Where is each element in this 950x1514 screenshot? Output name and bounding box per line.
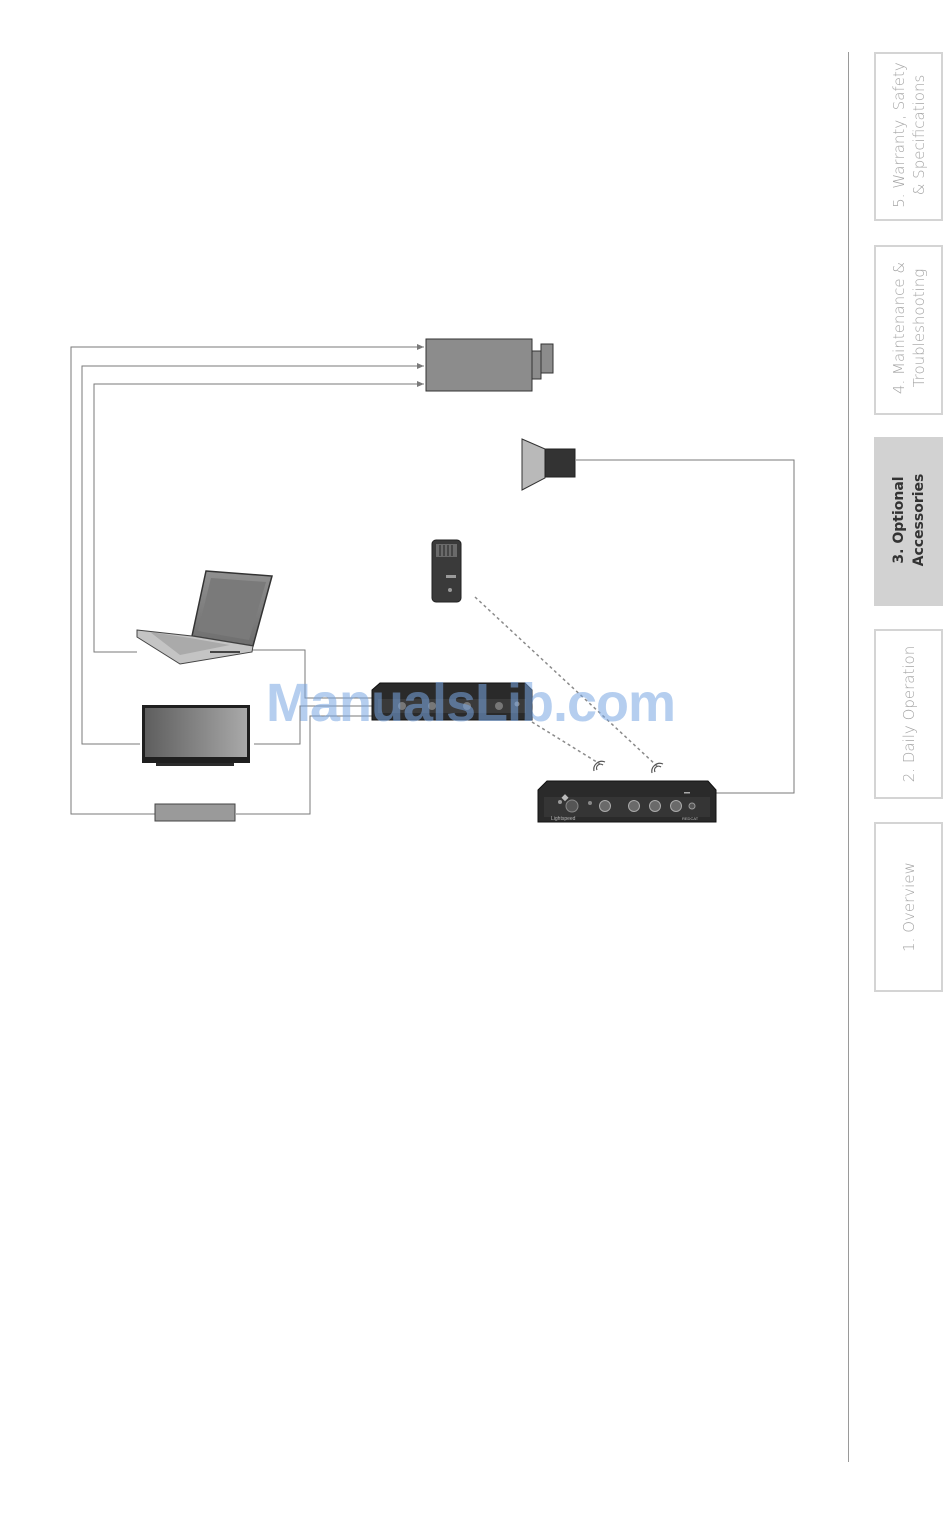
microphone-transmitter-icon [432,540,461,602]
receiver-model-label: REDCAT [682,816,699,821]
tab-optional-accessories[interactable]: 3. Optional Accessories [874,437,943,606]
wireless-signal-icon [652,763,663,773]
monitor-icon [142,705,250,766]
tab-label: 2. Daily Operation [899,629,919,799]
wire-receiver-to-speaker [576,460,794,793]
laptop-icon [137,571,272,664]
tab-label: 5. Warranty, Safety & Specifications [889,50,929,220]
sidebar-divider [848,52,849,1462]
watermark-text: ManualsLib.com [266,672,696,734]
receiver-brand-label: Lightspeed [551,816,576,822]
tab-label: 3. Optional Accessories [889,435,929,605]
tab-label: 1. Overview [899,822,919,992]
dvd-player-icon [155,804,235,821]
tab-label: 4. Maintenance & Troubleshooting [889,243,929,413]
tab-daily-operation[interactable]: 2. Daily Operation [874,629,943,799]
receiver-amplifier-icon: Lightspeed REDCAT [538,781,716,822]
camera-icon [426,339,553,391]
tab-warranty-safety-specifications[interactable]: 5. Warranty, Safety & Specifications [874,52,943,221]
tab-overview[interactable]: 1. Overview [874,822,943,992]
speaker-icon [522,439,575,490]
tab-maintenance-troubleshooting[interactable]: 4. Maintenance & Troubleshooting [874,245,943,415]
